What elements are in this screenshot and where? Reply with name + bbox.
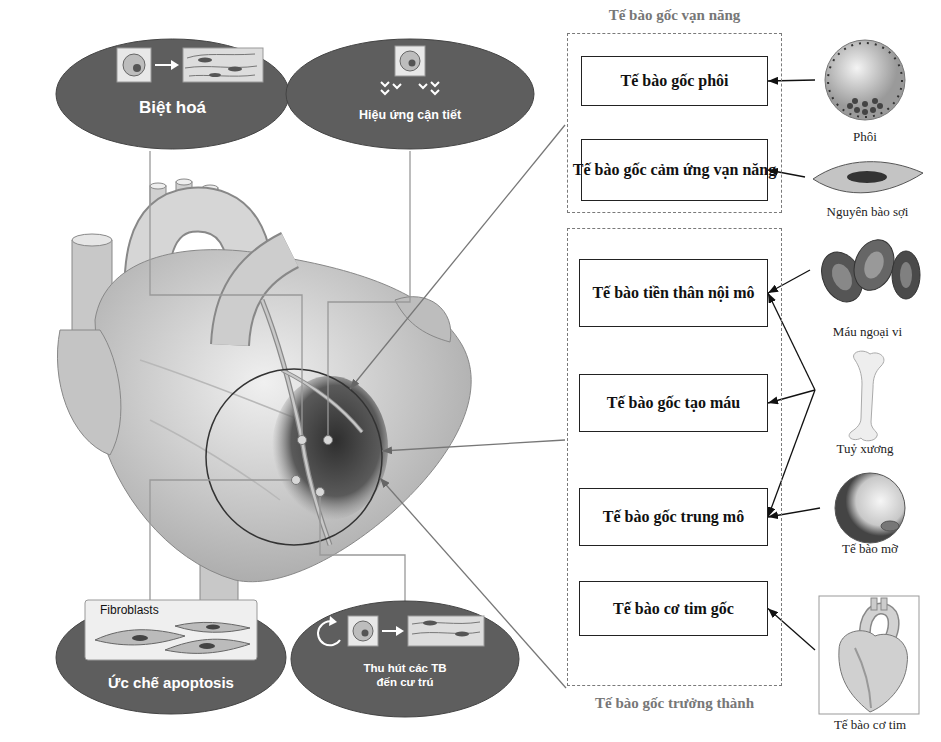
source-picture: Tuỷ xương bbox=[815, 348, 915, 460]
function-ellipse: Thu hút các TB đến cư trú bbox=[290, 600, 520, 718]
heart-body bbox=[57, 250, 471, 582]
source-label: Tế bào cơ tim bbox=[815, 718, 925, 733]
source-picture: Máu ngoại vi bbox=[810, 235, 925, 342]
ellipse-shape bbox=[285, 38, 535, 150]
box-label: Tế bào gốc trung mô bbox=[603, 507, 744, 527]
source-label: Phôi bbox=[815, 130, 915, 145]
source-picture: Nguyên bào sợi bbox=[805, 155, 930, 223]
function-ellipse: Hiệu ứng cận tiết bbox=[285, 38, 535, 150]
source-picture: Phôi bbox=[815, 38, 915, 150]
source-picture: Tế bào mỡ bbox=[820, 470, 920, 560]
source-arrow bbox=[768, 293, 815, 390]
function-ellipse: Biệt hoá bbox=[55, 38, 290, 150]
box-label: Tế bào gốc cảm ứng vạn năng bbox=[573, 160, 776, 180]
ellipse-shape bbox=[55, 600, 287, 715]
cell-type-box: Tế bào gốc phôi bbox=[581, 56, 768, 106]
cell-type-box: Tế bào gốc trung mô bbox=[579, 488, 768, 546]
box-label: Tế bào gốc phôi bbox=[620, 71, 728, 91]
group-heading: Tế bào gốc vạn năng bbox=[568, 7, 781, 24]
function-label: Ức chế apoptosis bbox=[55, 674, 287, 692]
ellipse-shape bbox=[290, 600, 520, 718]
source-arrow bbox=[768, 390, 815, 403]
site-dot bbox=[292, 436, 333, 497]
source-arrow bbox=[768, 390, 815, 517]
cell-type-box: Tế bào gốc cảm ứng vạn năng bbox=[581, 139, 768, 201]
box-label: Tế bào tiền thân nội mô bbox=[592, 283, 754, 303]
source-label: Nguyên bào sợi bbox=[805, 205, 930, 220]
source-arrow bbox=[768, 80, 815, 81]
function-ellipse: Fibroblasts Ức chế apoptosis bbox=[55, 600, 287, 715]
function-label: Thu hút các TB đến cư trú bbox=[353, 662, 457, 690]
source-arrow bbox=[768, 270, 810, 293]
source-label: Tế bào mỡ bbox=[820, 542, 920, 557]
box-label: Tế bào cơ tim gốc bbox=[613, 599, 734, 619]
ellipse-shape bbox=[55, 38, 290, 150]
function-label: Biệt hoá bbox=[55, 98, 290, 118]
cell-type-box: Tế bào gốc tạo máu bbox=[579, 374, 768, 432]
icon-caption: Fibroblasts bbox=[100, 603, 159, 617]
group-heading: Tế bào gốc trưởng thành bbox=[568, 695, 781, 712]
function-label: Hiệu ứng cận tiết bbox=[285, 108, 535, 123]
source-arrow bbox=[768, 508, 820, 517]
cell-type-box: Tế bào tiền thân nội mô bbox=[579, 259, 768, 327]
source-label: Máu ngoại vi bbox=[810, 325, 925, 340]
box-label: Tế bào gốc tạo máu bbox=[607, 393, 740, 413]
cell-picture bbox=[815, 588, 925, 738]
source-arrow bbox=[768, 609, 815, 651]
cell-type-box: Tế bào cơ tim gốc bbox=[579, 581, 768, 636]
group-frame: Tế bào gốc trưởng thànhTế bào tiền thân … bbox=[567, 228, 782, 686]
group-frame: Tế bào gốc vạn năngTế bào gốc phôiTế bào… bbox=[567, 33, 782, 213]
leader-line bbox=[150, 151, 410, 602]
source-picture: Tế bào cơ tim bbox=[815, 588, 925, 738]
source-label: Tuỷ xương bbox=[815, 442, 915, 457]
